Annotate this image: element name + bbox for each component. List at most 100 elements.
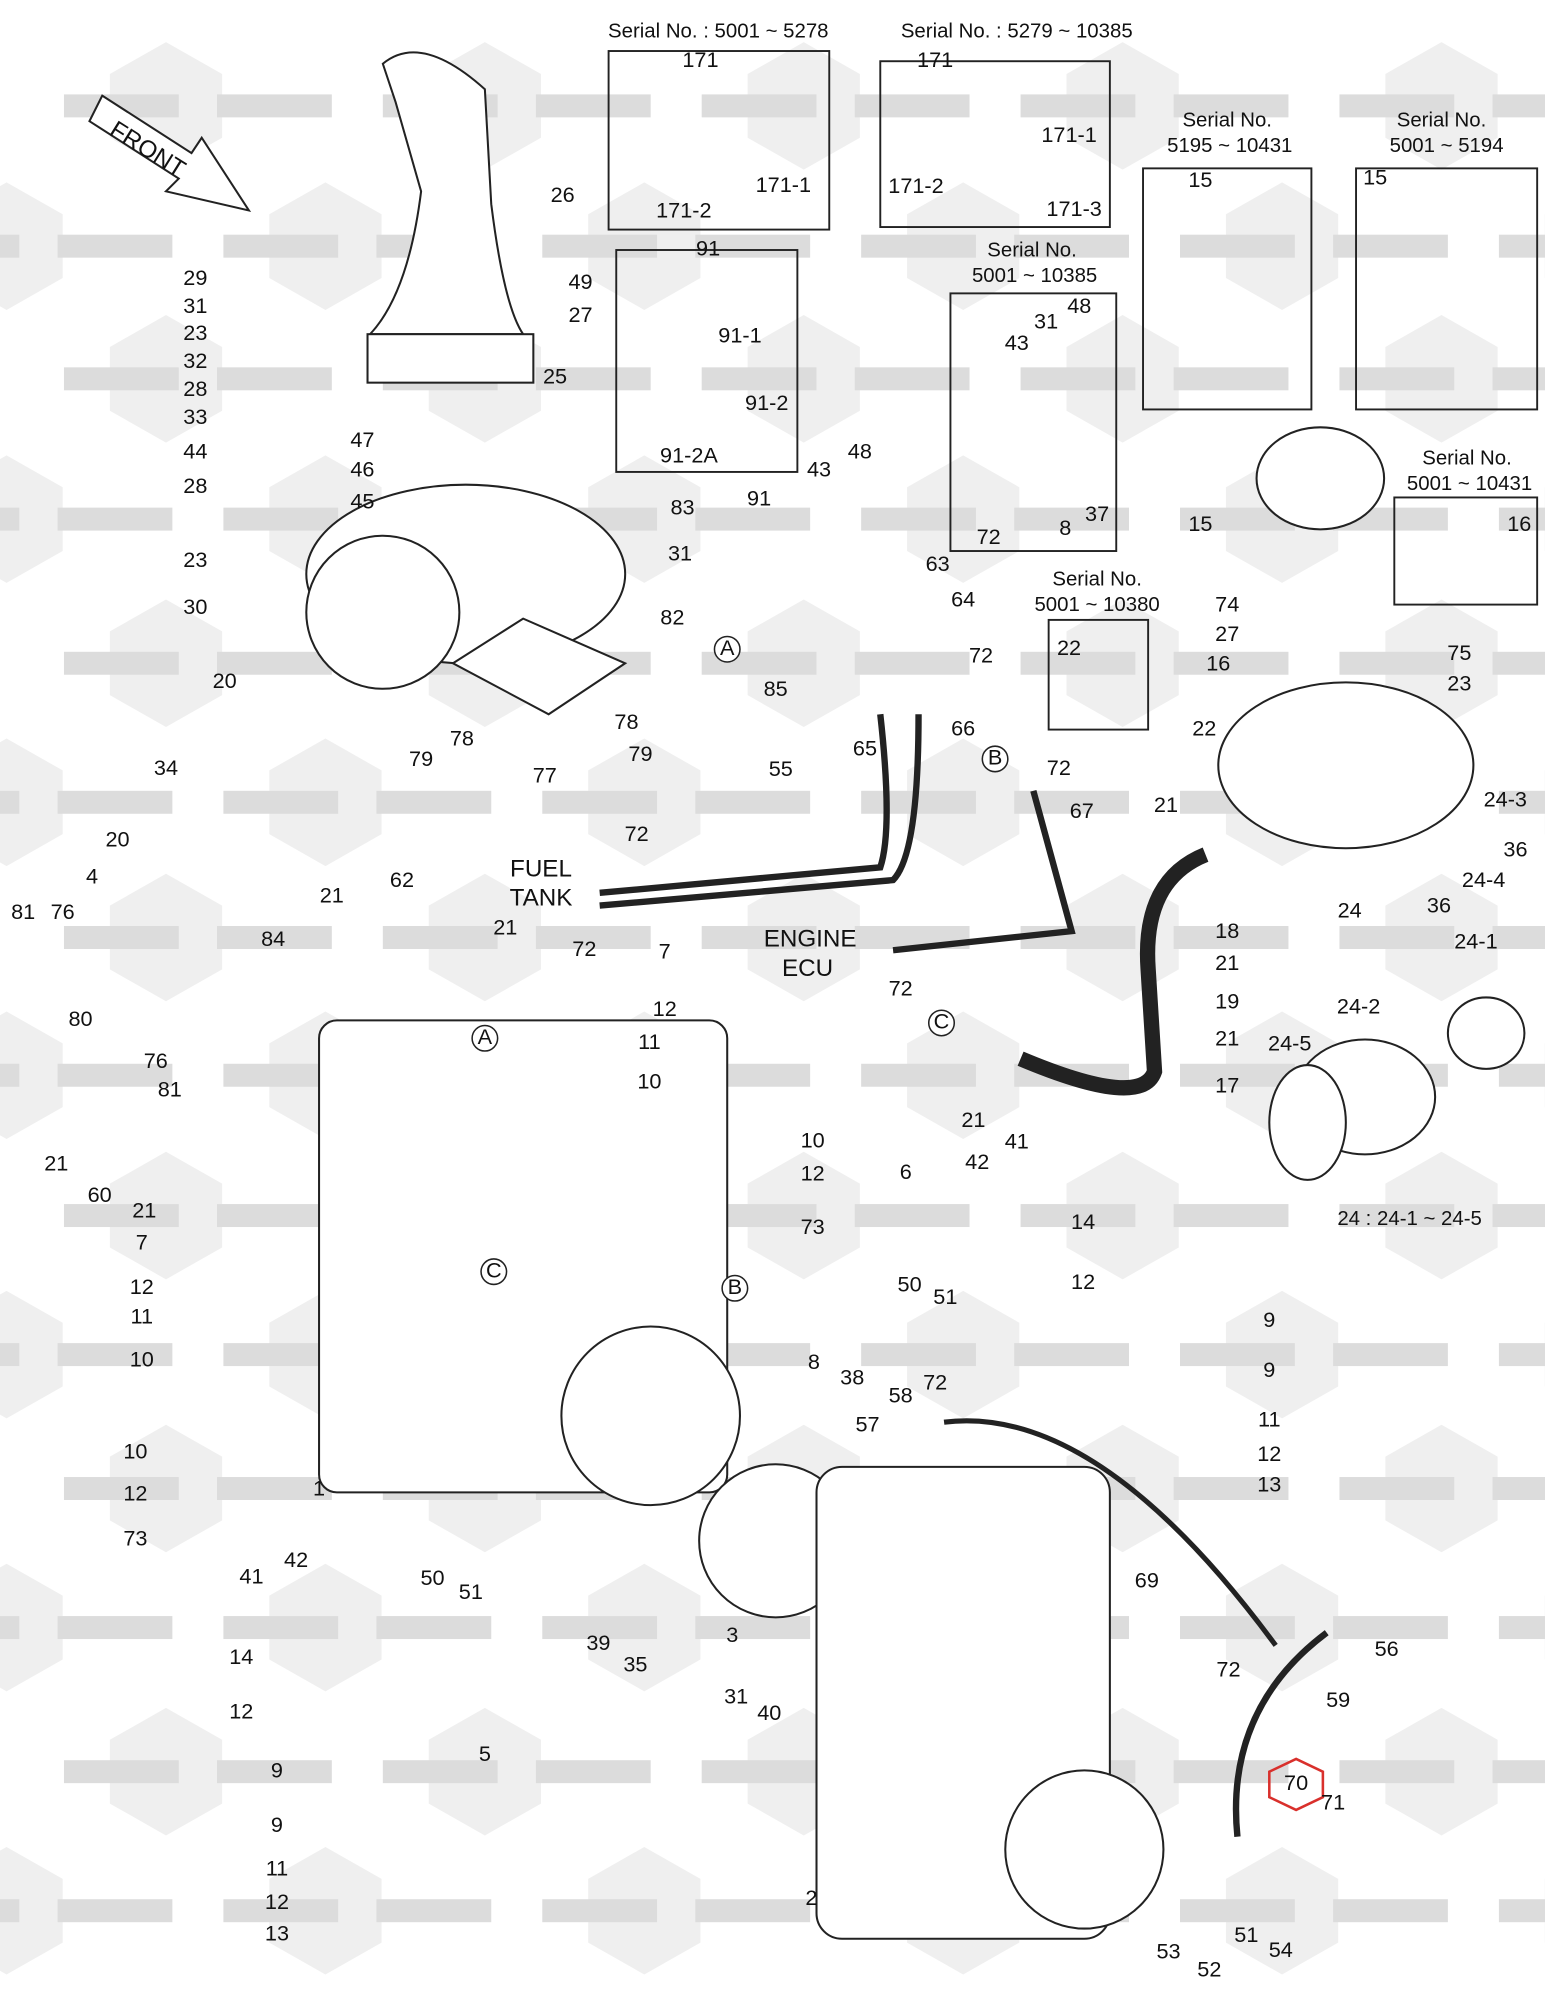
part-label-84[interactable]: 84 <box>261 926 285 951</box>
part-label-62[interactable]: 62 <box>390 867 414 892</box>
part-label-72[interactable]: 72 <box>625 821 649 846</box>
part-label-82[interactable]: 82 <box>660 604 684 629</box>
part-label-55[interactable]: 55 <box>769 756 793 781</box>
part-label-49[interactable]: 49 <box>568 269 592 294</box>
part-label-6[interactable]: 6 <box>900 1159 912 1184</box>
part-label-7[interactable]: 7 <box>659 939 671 964</box>
part-label-171-1[interactable]: 171-1 <box>1041 122 1096 147</box>
part-label-53[interactable]: 53 <box>1156 1939 1180 1964</box>
part-label-50[interactable]: 50 <box>421 1565 445 1590</box>
part-label-11[interactable]: 11 <box>266 1856 289 1881</box>
part-label-21[interactable]: 21 <box>320 882 344 907</box>
part-label-64[interactable]: 64 <box>951 586 975 611</box>
part-label-91-2A[interactable]: 91-2A <box>660 442 718 467</box>
part-label-31[interactable]: 31 <box>668 541 692 566</box>
part-label-171-2[interactable]: 171-2 <box>656 197 711 222</box>
part-label-22[interactable]: 22 <box>1057 635 1081 660</box>
part-label-71[interactable]: 71 <box>1321 1789 1345 1814</box>
part-label-4[interactable]: 4 <box>86 863 98 888</box>
part-label-75[interactable]: 75 <box>1447 640 1471 665</box>
part-label-7[interactable]: 7 <box>136 1229 148 1254</box>
part-label-12[interactable]: 12 <box>130 1274 154 1299</box>
part-label-23[interactable]: 23 <box>183 320 207 345</box>
part-label-9[interactable]: 9 <box>1263 1357 1275 1382</box>
part-label-27[interactable]: 27 <box>568 302 592 327</box>
part-label-23[interactable]: 23 <box>1447 671 1471 696</box>
part-label-16[interactable]: 16 <box>1507 511 1531 536</box>
part-label-21[interactable]: 21 <box>132 1197 156 1222</box>
part-label-20[interactable]: 20 <box>105 826 129 851</box>
part-label-21[interactable]: 21 <box>1215 950 1239 975</box>
part-label-10[interactable]: 10 <box>801 1127 825 1152</box>
part-label-46[interactable]: 46 <box>350 456 374 481</box>
part-label-15[interactable]: 15 <box>1188 167 1212 192</box>
part-label-34[interactable]: 34 <box>154 755 178 780</box>
part-label-171[interactable]: 171 <box>917 47 953 72</box>
part-label-91-2[interactable]: 91-2 <box>745 390 788 415</box>
part-label-21[interactable]: 21 <box>1154 792 1178 817</box>
part-label-72[interactable]: 72 <box>923 1370 947 1395</box>
part-label-10[interactable]: 10 <box>130 1347 154 1372</box>
part-label-B[interactable]: B <box>728 1274 742 1299</box>
part-label-21[interactable]: 21 <box>493 914 517 939</box>
part-label-40[interactable]: 40 <box>757 1700 781 1725</box>
part-label-50[interactable]: 50 <box>898 1271 922 1296</box>
part-label-47[interactable]: 47 <box>350 427 374 452</box>
part-label-15[interactable]: 15 <box>1363 164 1387 189</box>
part-label-24-3[interactable]: 24-3 <box>1484 787 1527 812</box>
part-label-16[interactable]: 16 <box>1206 650 1230 675</box>
part-label-73[interactable]: 73 <box>123 1525 147 1550</box>
part-label-12[interactable]: 12 <box>1071 1269 1095 1294</box>
part-label-12[interactable]: 12 <box>265 1889 289 1914</box>
part-label-28[interactable]: 28 <box>183 376 207 401</box>
part-label-79[interactable]: 79 <box>409 746 433 771</box>
part-label-8[interactable]: 8 <box>1059 515 1071 540</box>
part-label-20[interactable]: 20 <box>213 668 237 693</box>
part-label-51[interactable]: 51 <box>459 1579 483 1604</box>
part-label-2[interactable]: 2 <box>805 1885 817 1910</box>
part-label-11[interactable]: 11 <box>131 1303 154 1328</box>
part-label-10[interactable]: 10 <box>637 1069 661 1094</box>
part-label-80[interactable]: 80 <box>68 1006 92 1031</box>
part-label-21[interactable]: 21 <box>1215 1025 1239 1050</box>
part-label-13[interactable]: 13 <box>265 1921 289 1946</box>
part-label-31[interactable]: 31 <box>1034 308 1058 333</box>
part-label-72[interactable]: 72 <box>1047 755 1071 780</box>
part-label-11[interactable]: 11 <box>638 1029 661 1054</box>
part-label-74[interactable]: 74 <box>1215 592 1239 617</box>
part-label-171-3[interactable]: 171-3 <box>1046 196 1101 221</box>
part-label-171-1[interactable]: 171-1 <box>756 172 811 197</box>
part-label-A[interactable]: A <box>720 635 735 660</box>
part-label-56[interactable]: 56 <box>1375 1636 1399 1661</box>
part-label-78[interactable]: 78 <box>450 726 474 751</box>
part-label-48[interactable]: 48 <box>848 439 872 464</box>
part-label-21[interactable]: 21 <box>961 1107 985 1132</box>
part-label-24-4[interactable]: 24-4 <box>1462 867 1505 892</box>
part-label-12[interactable]: 12 <box>801 1160 825 1185</box>
part-label-12[interactable]: 12 <box>123 1481 147 1506</box>
part-label-14[interactable]: 14 <box>229 1644 253 1669</box>
part-label-12[interactable]: 12 <box>1257 1441 1281 1466</box>
part-label-24-1[interactable]: 24-1 <box>1454 928 1497 953</box>
part-label-59[interactable]: 59 <box>1326 1687 1350 1712</box>
part-label-70-highlighted[interactable]: 70 <box>1284 1770 1308 1795</box>
part-label-72[interactable]: 72 <box>977 524 1001 549</box>
part-label-60[interactable]: 60 <box>88 1182 112 1207</box>
part-label-19[interactable]: 19 <box>1215 988 1239 1013</box>
part-label-51[interactable]: 51 <box>933 1284 957 1309</box>
part-label-72[interactable]: 72 <box>572 936 596 961</box>
part-label-29[interactable]: 29 <box>183 265 207 290</box>
part-label-81[interactable]: 81 <box>158 1076 182 1101</box>
part-label-171[interactable]: 171 <box>682 47 718 72</box>
part-label-28[interactable]: 28 <box>183 473 207 498</box>
part-label-57[interactable]: 57 <box>855 1412 879 1437</box>
part-label-66[interactable]: 66 <box>951 715 975 740</box>
part-label-3[interactable]: 3 <box>726 1622 738 1647</box>
part-label-A[interactable]: A <box>478 1024 493 1049</box>
part-label-18[interactable]: 18 <box>1215 918 1239 943</box>
part-label-12[interactable]: 12 <box>229 1699 253 1724</box>
part-label-43[interactable]: 43 <box>1005 330 1029 355</box>
part-label-25[interactable]: 25 <box>543 363 567 388</box>
part-label-36[interactable]: 36 <box>1503 836 1527 861</box>
part-label-91-1[interactable]: 91-1 <box>718 322 761 347</box>
